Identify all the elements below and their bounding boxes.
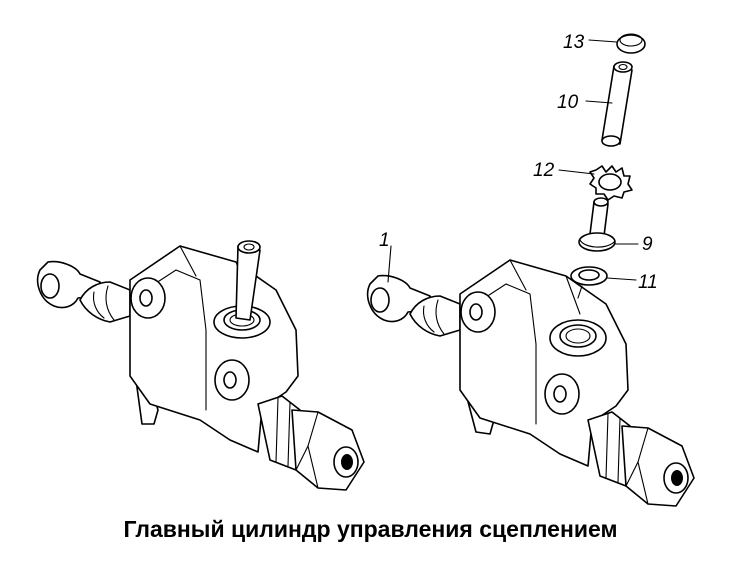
callout-13: 13 <box>563 32 585 53</box>
part-12-toothed-washer <box>589 165 633 201</box>
callout-12: 12 <box>533 160 555 181</box>
callout-10: 10 <box>557 92 579 113</box>
part-13-clamp <box>616 33 646 54</box>
exploded-clutch-master-cylinder <box>366 259 695 507</box>
callout-11: 11 <box>638 272 658 293</box>
assembled-clutch-master-cylinder <box>36 240 365 491</box>
part-10-tube <box>601 61 633 147</box>
diagram-caption: Главный цилиндр управления сцеплением <box>123 516 618 542</box>
callout-leaders <box>387 39 639 299</box>
part-9-valve <box>578 197 616 252</box>
part-11-seal-ring <box>570 266 608 286</box>
callout-1: 1 <box>379 230 390 251</box>
callout-9: 9 <box>642 234 653 255</box>
